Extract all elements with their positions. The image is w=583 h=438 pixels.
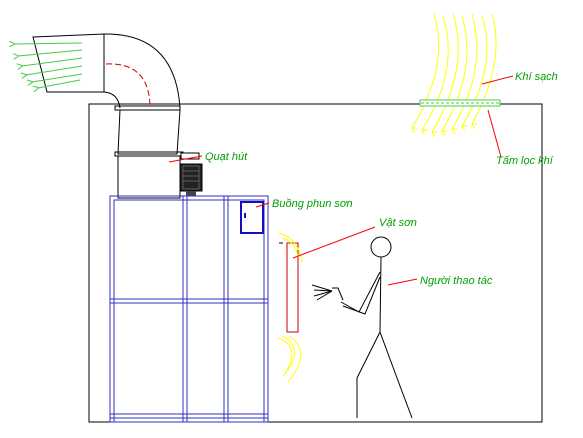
booth-door [240, 201, 264, 234]
label-painted-object: Vật sơn [379, 217, 417, 229]
exhaust-outlet [14, 33, 105, 93]
clean-air-arrows [412, 13, 497, 132]
spray-gun-icon [311, 284, 333, 301]
label-spray-booth: Buồng phun sơn [272, 198, 353, 210]
operator-figure [311, 236, 413, 419]
duct-elbow [103, 33, 181, 109]
painted-object [286, 242, 299, 333]
label-operator: Người thao tác [420, 275, 493, 287]
label-clean-air: Khí sạch [515, 71, 558, 83]
room-outline [88, 103, 543, 423]
label-filter-panel: Tấm lọc khí [496, 155, 554, 167]
spray-booth-frame [109, 195, 269, 423]
exhaust-hood [114, 105, 184, 199]
object-airflow [277, 232, 303, 383]
filter-panel [419, 99, 501, 107]
fan-motor [179, 152, 203, 196]
leader-lines [168, 75, 514, 286]
label-exhaust-fan: Quạt hút [205, 151, 248, 163]
exhaust-air-arrows [14, 43, 83, 88]
